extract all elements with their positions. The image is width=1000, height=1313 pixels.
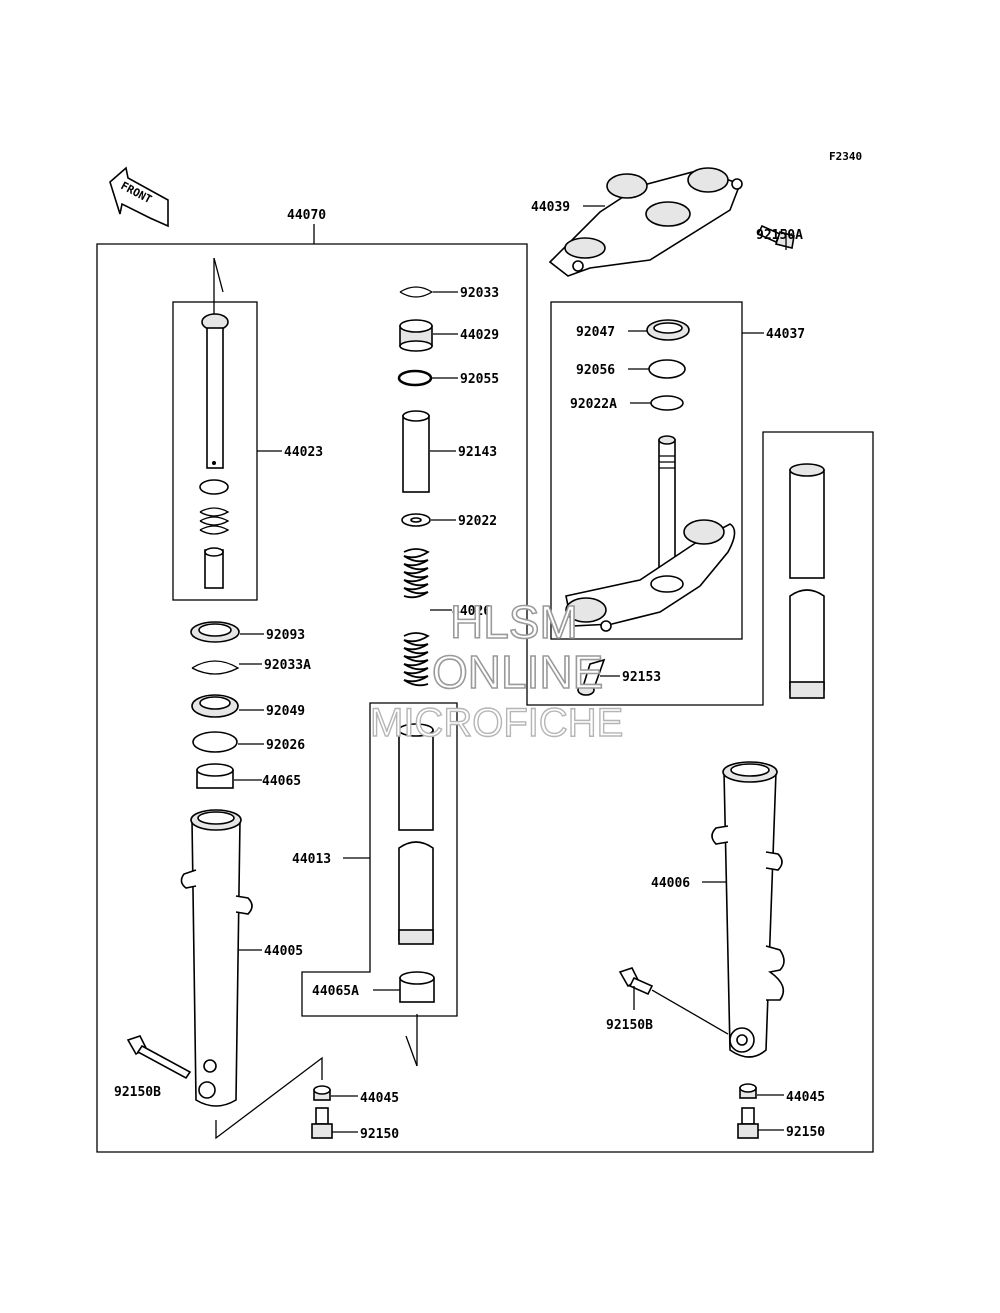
label-44005: 44005 bbox=[264, 944, 303, 959]
label-92055: 92055 bbox=[460, 372, 499, 387]
bushing-44065 bbox=[196, 763, 234, 789]
label-92093: 92093 bbox=[266, 628, 305, 643]
label-92150B-right: 92150B bbox=[606, 1018, 653, 1033]
label-44065: 44065 bbox=[262, 774, 301, 789]
washer-92026 bbox=[192, 731, 238, 753]
damper-rod-part bbox=[199, 313, 230, 589]
label-92150-right: 92150 bbox=[786, 1125, 825, 1140]
spring-44026 bbox=[403, 548, 430, 687]
label-44023: 44023 bbox=[284, 445, 323, 460]
damper-rod-frame bbox=[172, 257, 282, 601]
washer-44045-left bbox=[313, 1085, 331, 1101]
diagram-code: F2340 bbox=[829, 150, 862, 163]
label-44037: 44037 bbox=[766, 327, 805, 342]
label-92056: 92056 bbox=[576, 363, 615, 378]
fork-assembly-frame bbox=[96, 224, 874, 1153]
label-44070: 44070 bbox=[287, 208, 326, 223]
label-92143: 92143 bbox=[458, 445, 497, 460]
watermark: HLSM ONLINE MICROFICHE bbox=[369, 595, 624, 746]
upper-bracket-44039 bbox=[548, 167, 743, 277]
label-92026: 92026 bbox=[266, 738, 305, 753]
bolt-92153 bbox=[577, 658, 606, 696]
washer-92022 bbox=[401, 513, 431, 527]
bolt-92150b-left bbox=[126, 1035, 192, 1080]
label-44006: 44006 bbox=[651, 876, 690, 891]
bushing-44065a bbox=[399, 971, 435, 1003]
label-92047: 92047 bbox=[576, 325, 615, 340]
label-92153: 92153 bbox=[622, 670, 661, 685]
collar-92143 bbox=[402, 410, 430, 493]
steering-stem-part bbox=[565, 435, 736, 632]
label-44029: 44029 bbox=[460, 328, 499, 343]
label-92022: 92022 bbox=[458, 514, 497, 529]
steering-stem-frame bbox=[550, 301, 743, 640]
label-92150B-left: 92150B bbox=[114, 1085, 161, 1100]
label-92150A: 92150A bbox=[756, 228, 803, 243]
label-44065A: 44065A bbox=[312, 984, 359, 999]
ring-92056 bbox=[648, 359, 686, 379]
label-92049: 92049 bbox=[266, 704, 305, 719]
label-92022A: 92022A bbox=[570, 397, 617, 412]
inner-tube-frame bbox=[301, 702, 458, 1017]
snap-ring-92033a bbox=[191, 660, 240, 675]
watermark-line1: HLSM bbox=[450, 596, 578, 648]
label-92150-left: 92150 bbox=[360, 1127, 399, 1142]
oil-seal-92093 bbox=[190, 621, 240, 643]
inner-tube-right bbox=[789, 463, 825, 699]
inner-tube-44013 bbox=[398, 723, 434, 945]
bolt-92150-left bbox=[311, 1107, 333, 1139]
label-44045-left: 44045 bbox=[360, 1091, 399, 1106]
oil-seal-92049 bbox=[191, 694, 239, 718]
watermark-line3: MICROFICHE bbox=[370, 701, 623, 745]
front-arrow-icon: FRONT bbox=[109, 166, 169, 228]
watermark-line2: ONLINE bbox=[432, 646, 603, 698]
outer-tube-44006 bbox=[711, 761, 785, 1058]
o-ring-92055 bbox=[397, 369, 433, 387]
outer-tube-44005 bbox=[180, 809, 253, 1107]
washer-44045-right bbox=[739, 1083, 757, 1099]
label-44045-right: 44045 bbox=[786, 1090, 825, 1105]
bolt-92150a bbox=[756, 224, 795, 249]
bolt-92150b-right bbox=[618, 967, 654, 996]
label-92033A: 92033A bbox=[264, 658, 311, 673]
washer-92022a bbox=[650, 395, 684, 411]
label-44026: 44026 bbox=[452, 604, 491, 619]
seal-92047 bbox=[646, 319, 690, 341]
snap-ring-92033 bbox=[399, 286, 434, 298]
label-44013: 44013 bbox=[292, 852, 331, 867]
cap-44029 bbox=[399, 319, 433, 352]
label-44039: 44039 bbox=[531, 200, 570, 215]
label-92033: 92033 bbox=[460, 286, 499, 301]
bolt-92150-right bbox=[737, 1107, 759, 1139]
